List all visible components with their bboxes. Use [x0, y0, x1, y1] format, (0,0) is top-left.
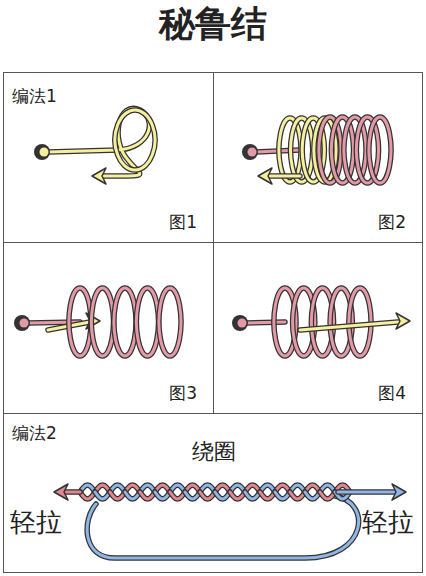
figure-number: 图1 [169, 213, 197, 232]
rope-end [14, 315, 30, 331]
coil-turn [159, 288, 181, 356]
arrow-head [396, 313, 410, 329]
working-rope [268, 173, 300, 179]
coil-turn [114, 288, 136, 356]
arrow-head [258, 168, 272, 184]
coil-turn [136, 288, 158, 356]
action-label: 轻拉 [10, 508, 62, 537]
coil-turn [91, 288, 113, 356]
rope-end [232, 315, 248, 331]
figure-panel: 图4 [213, 242, 423, 414]
coil-turn [136, 288, 158, 356]
pull-end [338, 489, 394, 495]
figure-panel: 编法2 绕圈轻拉 轻拉 [3, 413, 423, 573]
return-loop [87, 496, 358, 558]
standing-rope [246, 322, 285, 323]
figure-panel: 编法1 图1 [3, 72, 214, 243]
rope-end [248, 148, 257, 157]
rope-end [20, 319, 29, 328]
action-label: 绕圈 [192, 440, 236, 464]
coil-turn [91, 288, 113, 356]
figure-number: 图3 [169, 384, 197, 403]
rope-end [40, 148, 49, 157]
label: 轻拉 [362, 508, 414, 537]
working-rope [48, 108, 149, 176]
title: 秘鲁结 [0, 4, 426, 44]
figure-number: 图2 [378, 213, 406, 232]
working-rope [300, 322, 398, 330]
working-rope [300, 322, 398, 330]
return-loop [87, 496, 358, 558]
arrow-head [54, 484, 68, 500]
arrow-head [392, 484, 406, 500]
coil-turn [159, 288, 181, 356]
rope-end [242, 144, 258, 160]
coil-turn [69, 288, 91, 356]
coil-turn [369, 117, 391, 183]
arrow-head [92, 168, 106, 184]
rope-loop [115, 110, 155, 170]
coil-turn [114, 288, 136, 356]
working-rope [268, 175, 300, 178]
working-rope [48, 108, 149, 176]
figure-panel: 图3 [3, 242, 214, 414]
method-label: 编法1 [12, 87, 57, 106]
pull-end [66, 491, 80, 494]
method-label: 图4 [378, 384, 406, 403]
pull-end [66, 489, 80, 495]
pull-end [338, 491, 394, 494]
rope-end [34, 144, 50, 160]
coil-turn [369, 117, 391, 183]
coil-turn [69, 288, 91, 356]
action-label: 编法2 [12, 424, 57, 443]
standing-rope [246, 322, 285, 323]
rope-loop [115, 110, 155, 170]
rope-end [238, 319, 247, 328]
figure-panel: 图2 [213, 72, 423, 243]
